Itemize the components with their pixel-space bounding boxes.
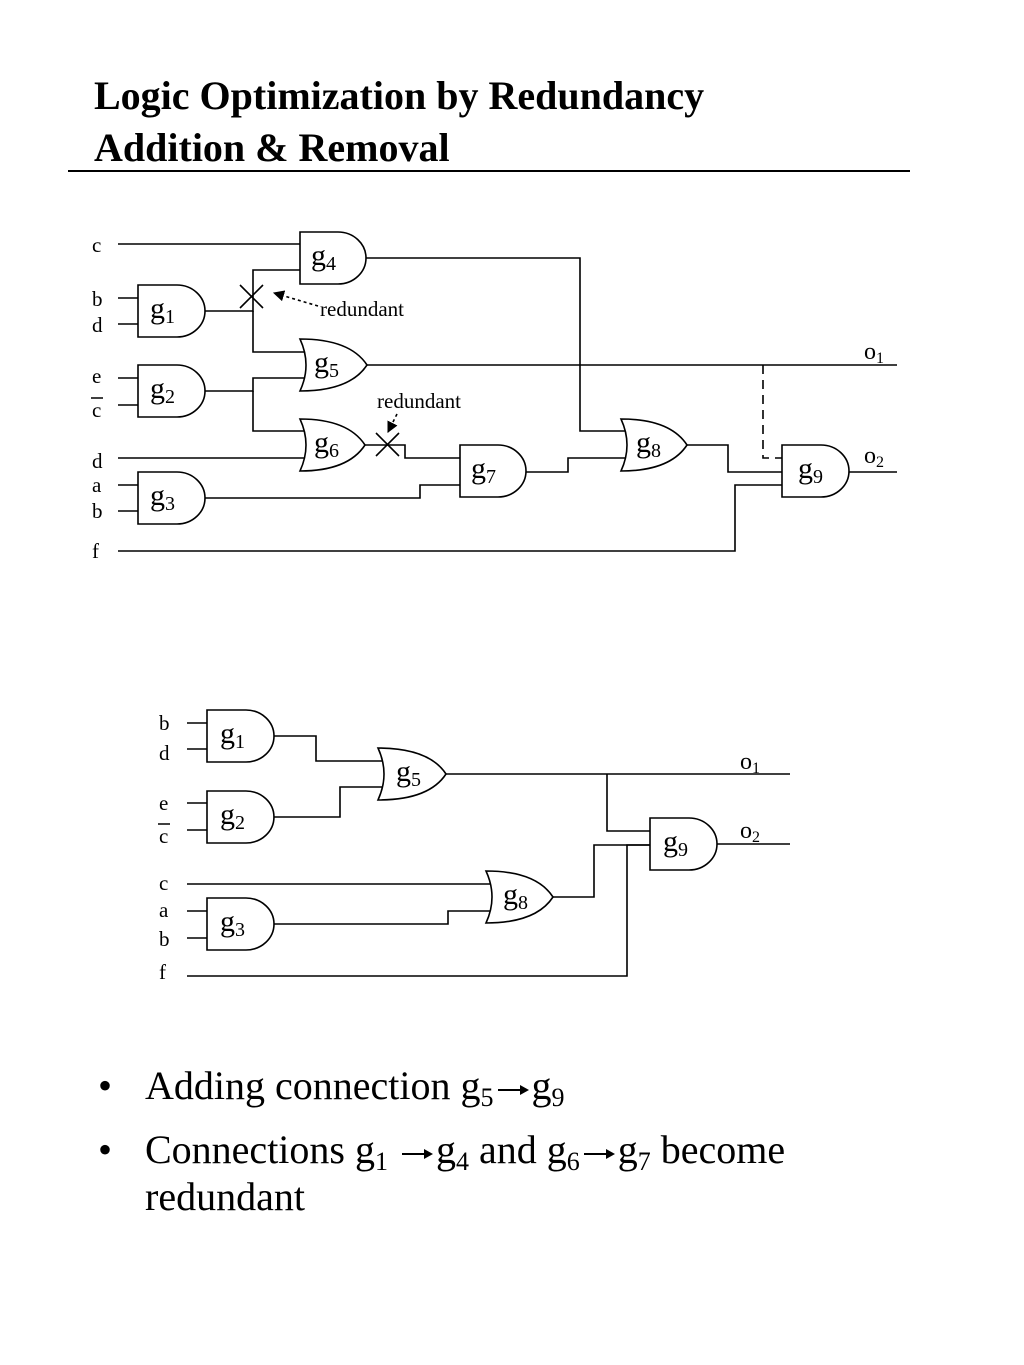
title-line-1: Logic Optimization by Redundancy bbox=[94, 73, 705, 118]
input-label-c: c bbox=[159, 871, 168, 895]
gate-g8: g8 bbox=[619, 418, 688, 472]
circuit-after-diagram: b d e c c a b f g1 g2 g3 g5 bbox=[158, 709, 790, 984]
input-label-e: e bbox=[92, 364, 101, 388]
svg-text:g9: g9 bbox=[798, 452, 823, 488]
gate-g1: g1 bbox=[137, 284, 206, 338]
input-label-c-bar: c bbox=[92, 398, 101, 422]
input-label-b2: b bbox=[92, 499, 103, 523]
redundant-arrow-2 bbox=[387, 413, 398, 434]
svg-text:g9: g9 bbox=[663, 825, 688, 861]
svg-text:g2: g2 bbox=[150, 372, 175, 408]
title-underline bbox=[68, 170, 910, 172]
input-label-f: f bbox=[92, 539, 99, 563]
gate-g6: g6 bbox=[298, 418, 366, 472]
svg-text:g4: g4 bbox=[311, 239, 336, 275]
svg-text:g1: g1 bbox=[150, 292, 175, 328]
gate-ref-g4: g4 bbox=[435, 1127, 469, 1176]
gate-ref-g6: g6 bbox=[546, 1127, 580, 1176]
output-label-o2: o2 bbox=[740, 818, 760, 846]
gate-ref-g7: g7 bbox=[617, 1127, 651, 1176]
gate-g5: g5 bbox=[376, 747, 447, 801]
circuit2-wires bbox=[187, 722, 790, 977]
input-label-e: e bbox=[159, 791, 168, 815]
svg-text:g6: g6 bbox=[314, 426, 339, 462]
gate-g4: g4 bbox=[299, 231, 367, 285]
circuit-before-diagram: c b d e c d a b f bbox=[91, 231, 897, 563]
page-title: Logic Optimization by Redundancy Additio… bbox=[94, 70, 704, 174]
input-label-c-bar: c bbox=[159, 824, 168, 848]
gate-ref-g9: g9 bbox=[531, 1063, 565, 1112]
input-label-f: f bbox=[159, 960, 166, 984]
redundant-cross-mark-1 bbox=[239, 284, 264, 309]
redundant-cross-mark-2 bbox=[375, 432, 400, 457]
gate-g8: g8 bbox=[484, 870, 554, 924]
output-label-o1: o1 bbox=[740, 749, 760, 777]
svg-text:g5: g5 bbox=[314, 346, 339, 382]
circuit1-wires bbox=[118, 243, 897, 552]
input-label-c: c bbox=[92, 233, 101, 257]
gate-g9: g9 bbox=[781, 444, 850, 498]
input-label-a: a bbox=[92, 473, 102, 497]
input-label-b: b bbox=[92, 287, 103, 311]
gate-g3: g3 bbox=[137, 471, 206, 525]
svg-text:g3: g3 bbox=[150, 479, 175, 515]
svg-text:g1: g1 bbox=[220, 717, 245, 753]
gate-g2: g2 bbox=[206, 790, 275, 844]
gate-g9: g9 bbox=[649, 817, 718, 871]
output-label-o1: o1 bbox=[864, 339, 884, 367]
right-arrow-icon bbox=[497, 1084, 529, 1095]
input-label-d2: d bbox=[92, 449, 103, 473]
redundant-label-1: redundant bbox=[320, 297, 404, 321]
input-label-a: a bbox=[159, 898, 169, 922]
title-line-2: Addition & Removal bbox=[94, 125, 450, 170]
redundant-label-2: redundant bbox=[377, 389, 461, 413]
svg-text:g8: g8 bbox=[503, 878, 528, 914]
right-arrow-icon bbox=[583, 1148, 615, 1159]
svg-text:g8: g8 bbox=[636, 426, 661, 462]
gate-g1: g1 bbox=[206, 709, 275, 763]
gate-ref-g1: g1 bbox=[354, 1127, 388, 1176]
gate-g7: g7 bbox=[459, 444, 527, 498]
svg-text:g3: g3 bbox=[220, 905, 245, 941]
right-arrow-icon bbox=[401, 1148, 433, 1159]
input-label-d: d bbox=[159, 741, 170, 765]
input-label-b2: b bbox=[159, 927, 170, 951]
output-label-o2: o2 bbox=[864, 443, 884, 471]
svg-text:g5: g5 bbox=[396, 755, 421, 791]
gate-g3: g3 bbox=[206, 897, 275, 951]
input-label-d: d bbox=[92, 313, 103, 337]
svg-text:g7: g7 bbox=[471, 452, 496, 488]
gate-g5: g5 bbox=[298, 338, 368, 392]
gate-g2: g2 bbox=[137, 364, 206, 418]
svg-text:g2: g2 bbox=[220, 798, 245, 834]
redundant-arrow-1 bbox=[272, 290, 319, 307]
gate-ref-g5: g5 bbox=[460, 1063, 494, 1112]
input-label-b: b bbox=[159, 711, 170, 735]
